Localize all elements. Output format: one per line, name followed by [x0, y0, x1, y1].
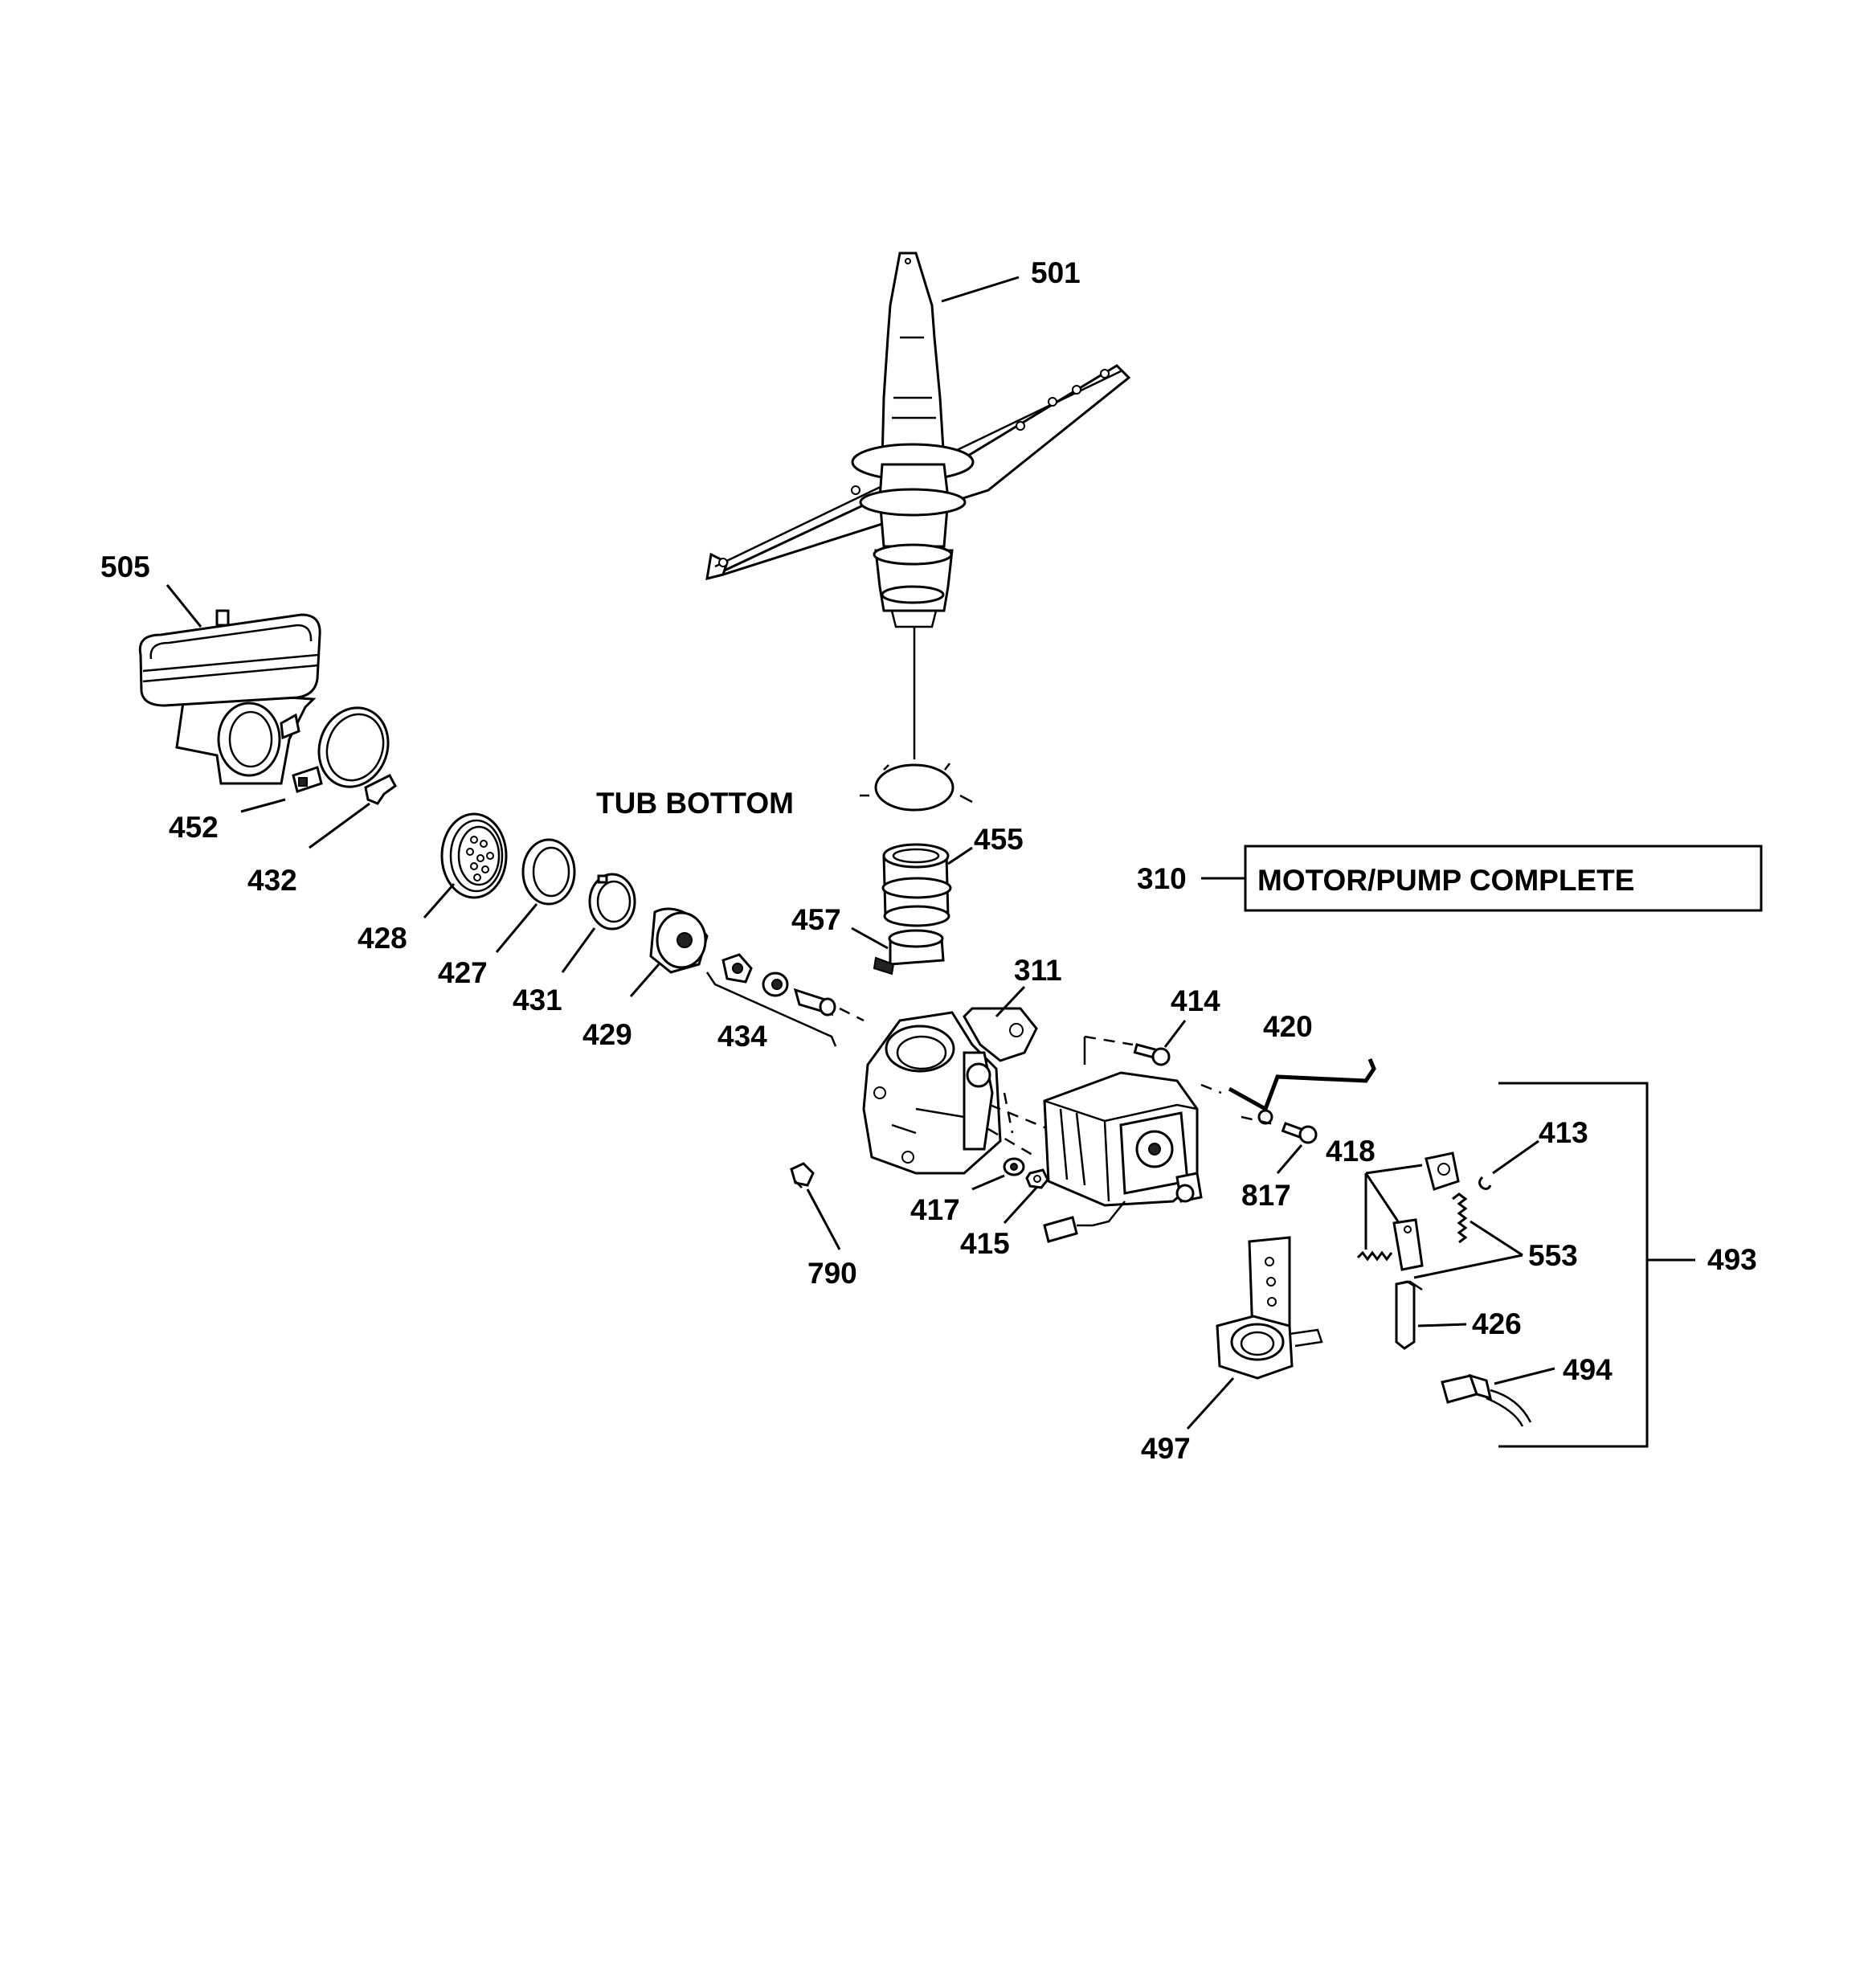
part-417-washer	[1003, 1157, 1025, 1176]
label-494: 494	[1563, 1353, 1613, 1386]
label-455: 455	[974, 823, 1024, 856]
part-429-impeller	[649, 907, 709, 974]
part-motor	[1043, 1037, 1203, 1243]
label-417: 417	[910, 1193, 960, 1226]
part-413-clip	[1478, 1176, 1492, 1190]
part-501-spray-arm	[705, 252, 1131, 628]
label-501: 501	[1031, 256, 1081, 289]
part-311-pump-body	[862, 1007, 1038, 1175]
label-415: 415	[960, 1227, 1010, 1260]
label-553: 553	[1528, 1239, 1578, 1272]
label-427: 427	[438, 956, 488, 989]
label-452: 452	[169, 811, 219, 844]
label-311: 311	[1014, 954, 1062, 987]
part-431-ring	[588, 873, 636, 931]
tub-bottom-gasket	[860, 763, 973, 812]
part-553-springs	[1356, 1192, 1468, 1262]
label-414: 414	[1171, 984, 1220, 1017]
part-494-connector	[1441, 1373, 1532, 1427]
label-817: 817	[1241, 1179, 1291, 1212]
label-tub-bottom: TUB BOTTOM	[596, 787, 794, 820]
part-497-solenoid	[1216, 1236, 1323, 1380]
label-457: 457	[791, 903, 841, 936]
part-817-screw	[1241, 1115, 1318, 1144]
part-415-nut	[1025, 1168, 1049, 1189]
part-428-filter	[440, 812, 508, 899]
label-497: 497	[1141, 1432, 1191, 1465]
part-420-link	[1228, 1058, 1376, 1125]
motor-pump-complete-label: MOTOR/PUMP COMPLETE	[1257, 864, 1634, 897]
label-428: 428	[358, 922, 407, 955]
label-493: 493	[1707, 1243, 1757, 1276]
part-434-bearing-set	[705, 953, 837, 1047]
part-418-lever	[1392, 1151, 1460, 1271]
label-790: 790	[807, 1257, 857, 1290]
label-413: 413	[1539, 1116, 1588, 1149]
part-427-ring	[521, 838, 576, 906]
part-426-pin	[1395, 1280, 1423, 1350]
label-426: 426	[1472, 1307, 1522, 1340]
bracket-493	[1498, 1082, 1649, 1448]
label-418: 418	[1326, 1135, 1376, 1168]
motor-pump-complete-box	[1244, 845, 1763, 912]
part-432-clip	[364, 774, 397, 805]
label-505: 505	[100, 550, 150, 583]
part-452-clamp	[292, 706, 390, 793]
part-505-housing	[138, 609, 321, 785]
part-455-seal	[881, 843, 952, 927]
label-432: 432	[247, 864, 297, 897]
label-431: 431	[513, 984, 562, 1016]
label-420: 420	[1263, 1010, 1313, 1043]
label-429: 429	[582, 1018, 632, 1051]
label-310: 310	[1137, 862, 1187, 895]
part-414-screw	[1084, 1035, 1171, 1066]
label-434: 434	[717, 1020, 767, 1053]
part-457-clamp	[873, 929, 945, 976]
part-790-clip	[790, 1162, 815, 1188]
